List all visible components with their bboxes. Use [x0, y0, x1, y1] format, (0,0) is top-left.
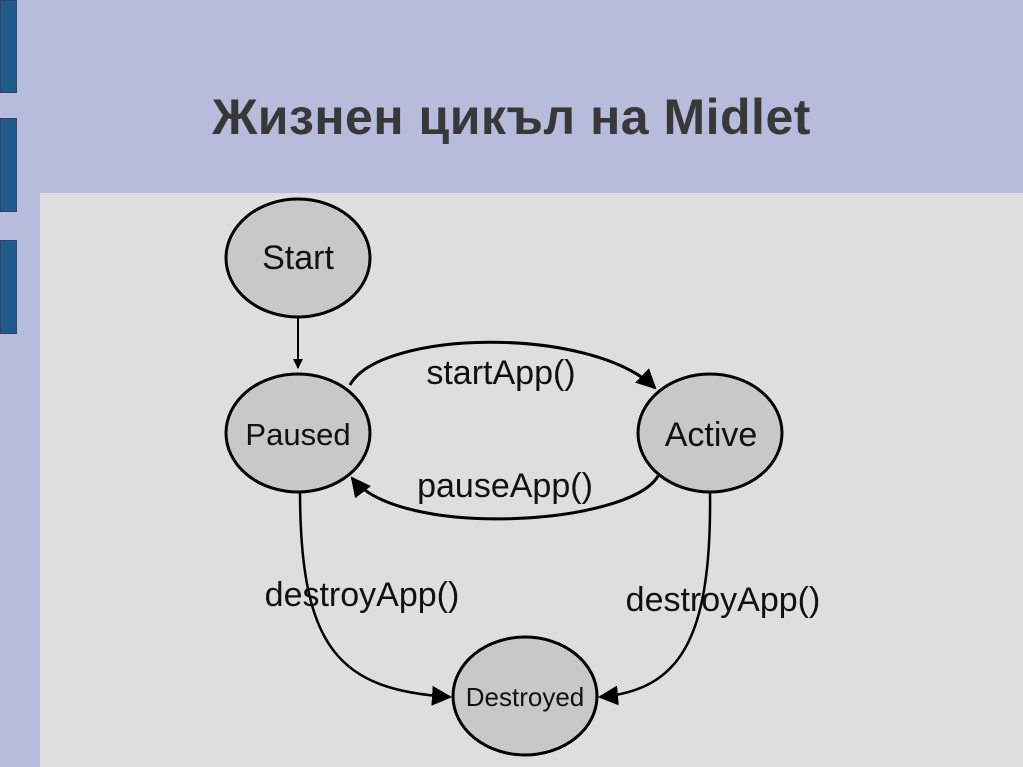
- state-paused-label: Paused: [245, 417, 350, 452]
- state-destroyed: Destroyed: [451, 635, 599, 757]
- slide-title: Жизнен цикъл на Midlet: [212, 89, 811, 145]
- label-destroy-from-active: destroyApp(): [626, 581, 821, 619]
- label-start-app: startApp(): [426, 354, 575, 392]
- edge-destroy-from-active: [598, 489, 712, 706]
- accent-bar-2: [0, 118, 17, 212]
- edge-pause-app: [350, 475, 660, 521]
- accent-bar-3: [0, 240, 17, 334]
- state-destroyed-label: Destroyed: [466, 682, 585, 712]
- state-active-label: Active: [665, 416, 758, 454]
- accent-bar-1: [0, 0, 17, 93]
- edge-start-app: [348, 340, 657, 390]
- state-start: Start: [224, 197, 372, 319]
- label-destroy-from-paused: destroyApp(): [265, 576, 460, 614]
- state-active: Active: [636, 372, 784, 494]
- label-pause-app: pauseApp(): [417, 467, 593, 505]
- edge-destroy-from-paused: [298, 489, 452, 706]
- state-start-label: Start: [262, 239, 334, 277]
- state-paused: Paused: [224, 372, 372, 494]
